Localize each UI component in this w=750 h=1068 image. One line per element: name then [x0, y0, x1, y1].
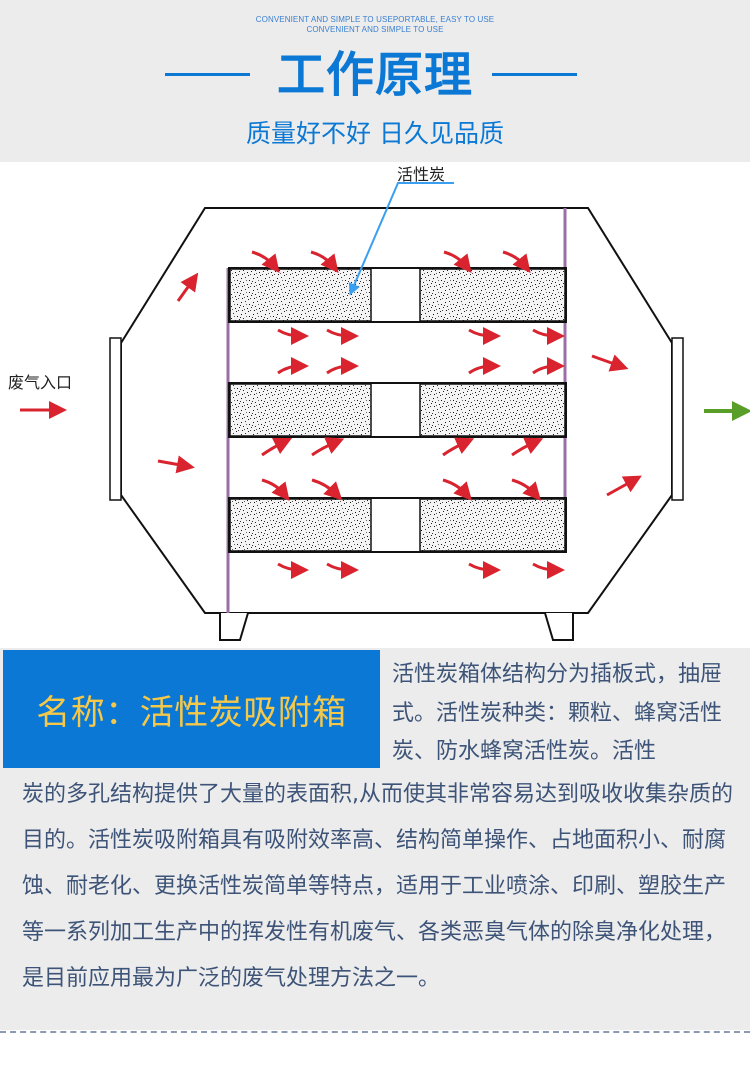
- english-tagline-2: CONVENIENT AND SIMPLE TO USE: [306, 25, 444, 34]
- page-title: 工作原理: [276, 47, 473, 103]
- dashed-divider: [0, 1031, 750, 1033]
- title-divider-left: [165, 73, 250, 76]
- english-tagline-1: CONVENIENT AND SIMPLE TO USEPORTABLE, EA…: [255, 15, 495, 24]
- product-name-box: 名称：活性炭吸附箱: [3, 650, 380, 768]
- title-divider-right: [492, 73, 577, 76]
- header-banner: CONVENIENT AND SIMPLE TO USEPORTABLE, EA…: [0, 0, 750, 162]
- adsorption-box-diagram: [20, 182, 750, 641]
- title-row: 工作原理: [0, 44, 750, 108]
- exhaust-inlet-label: 废气入口: [8, 373, 73, 392]
- activated-carbon-label: 活性炭: [397, 165, 446, 184]
- product-description-body: 炭的多孔结构提供了大量的表面积,从而使其非常容易达到吸收收集杂质的目的。活性炭吸…: [22, 782, 733, 991]
- product-description-intro: 活性炭箱体结构分为插板式，抽屉式。活性炭种类：颗粒、蜂窝活性炭、防水蜂窝活性炭。…: [392, 662, 723, 764]
- page-subtitle: 质量好不好 日久见品质: [246, 119, 504, 148]
- product-name: 名称：活性炭吸附箱: [36, 692, 347, 733]
- working-principle-diagram: [0, 162, 750, 648]
